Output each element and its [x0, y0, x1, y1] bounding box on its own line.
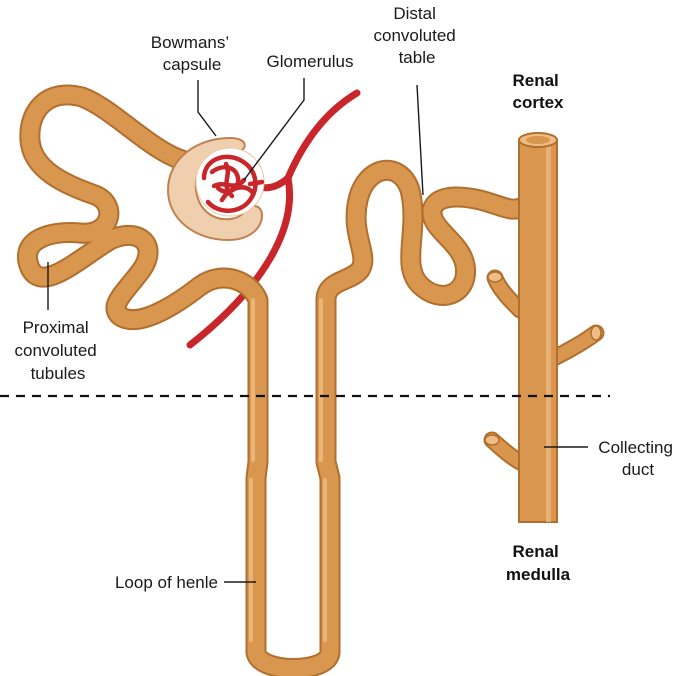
label-distal-line-1: Distal: [393, 4, 436, 23]
proximal-convoluted-tubule: [19, 86, 267, 404]
label-cortex-line-2: cortex: [512, 93, 564, 112]
renal-tubule: [19, 86, 529, 676]
label-bowmans-capsule: Bowmans’ capsule: [151, 33, 234, 74]
label-distal-convoluted: Distal convoluted table: [374, 4, 461, 67]
label-renal-medulla: Renal medulla: [506, 542, 571, 584]
label-collecting-line-1: Collecting: [598, 438, 673, 457]
label-collecting-line-2: duct: [622, 460, 654, 479]
leader-glomerulus: [243, 78, 305, 181]
label-bowmans-line-1: Bowmans’: [151, 33, 229, 52]
label-medulla-line-1: Renal: [512, 542, 558, 561]
afferent-arteriole: [246, 89, 361, 192]
label-renal-cortex: Renal cortex: [512, 71, 564, 112]
renal-tubule-outline: [17, 84, 531, 676]
label-cortex-line-1: Renal: [512, 71, 558, 90]
efferent-arteriole: [186, 174, 293, 349]
glomerulus: [201, 154, 265, 213]
label-proximal-line-2: convoluted: [15, 341, 97, 360]
label-glomerulus: Glomerulus: [267, 52, 354, 71]
label-bowmans-line-2: capsule: [163, 55, 222, 74]
leader-bowmans: [197, 80, 217, 137]
descending-limb: [247, 386, 267, 661]
label-collecting-duct: Collecting duct: [598, 438, 677, 479]
collecting-duct-tube: [518, 139, 558, 523]
label-distal-line-3: table: [399, 48, 436, 67]
label-loop-of-henle: Loop of henle: [115, 573, 218, 592]
tubule-highlight: [249, 298, 327, 642]
label-proximal-line-3: tubules: [31, 364, 86, 383]
leader-lines: [47, 78, 588, 583]
leader-distal: [416, 84, 424, 196]
label-distal-line-2: convoluted: [374, 26, 456, 45]
collecting-duct: [483, 132, 605, 523]
label-proximal-line-1: Proximal: [23, 318, 89, 337]
distal-convoluted-tubule: [317, 161, 529, 661]
label-proximal-convoluted: Proximal convoluted tubules: [15, 318, 102, 383]
label-medulla-line-2: medulla: [506, 565, 571, 584]
